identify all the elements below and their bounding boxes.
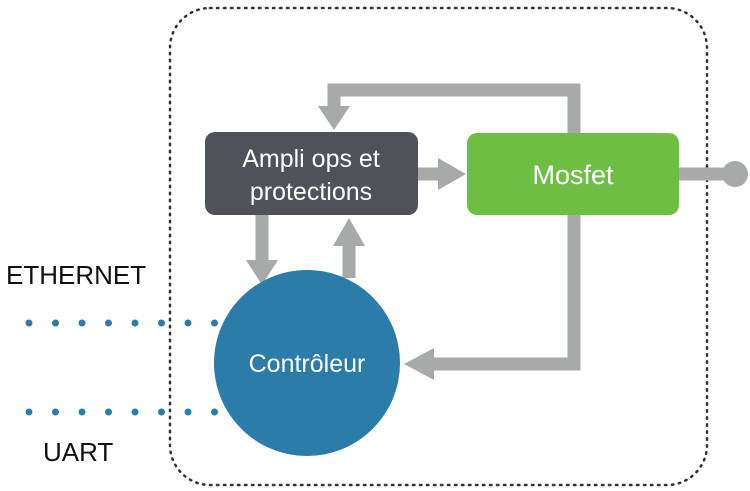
- mosfet-label: Mosfet: [532, 160, 614, 190]
- triangle-arrowhead-icon: [318, 106, 350, 130]
- interface-lines: [25, 319, 224, 416]
- ampli-box: [205, 132, 418, 215]
- uart-label: UART: [43, 437, 113, 467]
- ampli-block: Ampli ops et protections: [205, 132, 418, 215]
- mosfet-block: Mosfet: [467, 133, 679, 215]
- mosfet-box: [467, 133, 679, 215]
- mosfet-to-controller-line: [432, 214, 581, 371]
- arrowheads: [246, 106, 466, 380]
- mosfet-to-ampli-feedback-line: [327, 83, 581, 135]
- ampli-label-line2: protections: [250, 178, 372, 206]
- triangle-arrowhead-icon: [404, 348, 434, 380]
- circle-terminal-icon: [722, 161, 748, 187]
- controller-label: Contrôleur: [249, 350, 366, 378]
- ethernet-label: ETHERNET: [6, 260, 146, 290]
- triangle-arrowhead-icon: [246, 260, 278, 285]
- triangle-arrowhead-icon: [333, 218, 365, 246]
- controller-block: Contrôleur: [214, 270, 400, 456]
- controller-circle: [214, 270, 400, 456]
- triangle-arrowhead-icon: [438, 158, 466, 190]
- connectors: [255, 83, 730, 371]
- ampli-label-line1: Ampli ops et: [242, 145, 380, 173]
